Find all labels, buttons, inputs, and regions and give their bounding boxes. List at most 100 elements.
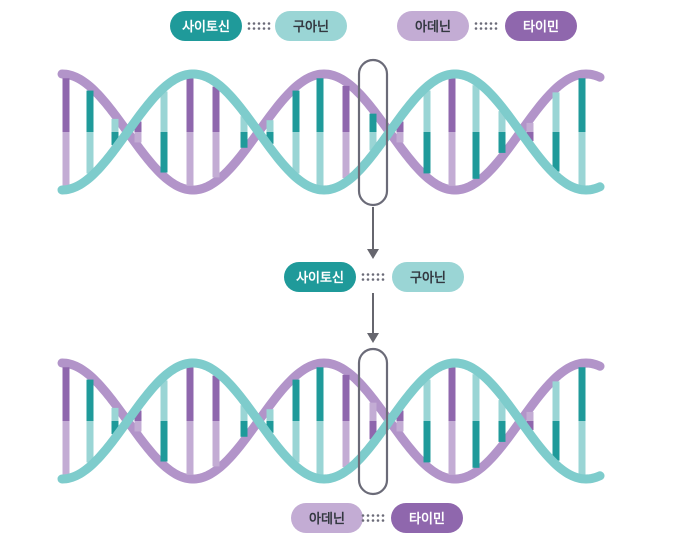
base-pair-rung-bottom	[342, 421, 350, 468]
base-pair-rung-top	[552, 381, 560, 421]
connector-dot	[247, 27, 251, 30]
mutation-guanine-pill: 구아닌	[392, 262, 464, 292]
connector-dot	[361, 514, 365, 517]
connector-dot	[262, 27, 266, 30]
base-pair-rung-top	[526, 122, 534, 132]
base-pair-rung-bottom	[160, 132, 168, 173]
base-pair-rung-bottom	[552, 132, 560, 172]
connector-dot	[371, 273, 375, 276]
base-pair-rung-top	[316, 78, 324, 132]
base-pair-rung-bottom	[134, 132, 142, 143]
base-pair-rung-top	[186, 367, 194, 421]
base-pair-rung-bottom	[316, 421, 324, 475]
base-pair-rung-bottom	[292, 132, 300, 174]
base-pair-rung-bottom	[212, 421, 220, 467]
base-pair-rung-top	[423, 90, 431, 132]
legend-dots-at	[474, 22, 498, 30]
base-pair-rung-top	[448, 367, 456, 421]
base-pair-rung-top	[86, 90, 94, 132]
base-pair-rung-top	[369, 402, 377, 421]
base-pair-rung-top	[498, 400, 506, 421]
connector-dot	[361, 519, 365, 522]
result-adenine-pill: 아데닌	[291, 503, 363, 533]
connector-dot	[484, 27, 488, 30]
base-pair-rung-bottom	[498, 132, 506, 153]
backbone-teal-strand	[57, 358, 605, 484]
base-pair-rung-bottom	[526, 132, 534, 142]
connector-dot	[479, 27, 483, 30]
mutation-dots	[361, 273, 385, 281]
base-pair-rung-bottom	[292, 421, 300, 463]
base-pair-rung-top	[62, 78, 70, 132]
base-pair-rung-top	[448, 78, 456, 132]
base-pair-rung-top	[240, 405, 248, 421]
connector-dot	[381, 278, 385, 281]
base-pair-rung-bottom	[448, 132, 456, 186]
base-pair-rung-top	[423, 379, 431, 421]
base-pair-rung-bottom	[578, 132, 586, 186]
mutation-pair: 사이토신 구아닌	[284, 262, 464, 292]
legend-dots-cg	[247, 22, 271, 30]
backbone-purple-strand	[57, 69, 605, 195]
legend-guanine-label: 구아닌	[293, 19, 329, 35]
base-pair-rung-bottom	[423, 132, 431, 174]
base-pair-rung-bottom	[369, 132, 377, 151]
base-pair-rung-bottom	[396, 132, 404, 143]
base-pair-rung-bottom	[498, 421, 506, 442]
legend-cytosine-pill: 사이토신	[170, 11, 242, 41]
highlight-box-top	[357, 58, 389, 207]
connector-dot	[376, 519, 380, 522]
connector-dot	[361, 278, 365, 281]
base-pair-rung-top	[292, 379, 300, 421]
base-pair-rung-bottom	[316, 132, 324, 186]
base-pair-rung-bottom	[552, 421, 560, 461]
connector-dot	[247, 22, 251, 25]
base-pair-rung-bottom	[86, 132, 94, 174]
base-pair-rung-top	[86, 379, 94, 421]
base-pair-rung-bottom	[526, 421, 534, 431]
connector-dot	[267, 27, 271, 30]
base-pair-rung-top	[160, 380, 168, 421]
base-pair-rung-bottom	[472, 421, 480, 468]
base-pair-rung-top	[472, 374, 480, 421]
base-pair-rung-top	[578, 78, 586, 132]
base-pair-rung-top	[240, 116, 248, 132]
legend-thymine-pill: 타이민	[505, 11, 577, 41]
base-pair-rung-top	[342, 85, 350, 132]
base-pair-rung-top	[396, 121, 404, 132]
base-pair-rung-bottom	[240, 421, 248, 437]
connector-dot	[489, 22, 493, 25]
base-pair-rung-top	[134, 410, 142, 421]
connector-dot	[366, 519, 370, 522]
highlight-box-bottom	[357, 347, 389, 496]
base-pair-rung-top	[526, 411, 534, 421]
base-pair-rung-bottom	[212, 132, 220, 178]
connector-dot	[381, 273, 385, 276]
connector-dot	[257, 27, 261, 30]
base-pair-rung-top	[160, 91, 168, 132]
base-pair-rung-top	[498, 111, 506, 132]
connector-dot	[489, 27, 493, 30]
legend-top: 사이토신 구아닌 아데닌 타이민	[170, 11, 577, 41]
connector-dot	[371, 519, 375, 522]
base-pair-rung-bottom	[134, 421, 142, 432]
base-pair-rung-top	[111, 407, 119, 421]
base-pair-rung-bottom	[266, 132, 274, 144]
connector-dot	[376, 273, 380, 276]
base-pair-rung-top	[292, 90, 300, 132]
connector-dot	[381, 519, 385, 522]
connector-dot	[262, 22, 266, 25]
connector-dot	[366, 273, 370, 276]
connector-dot	[494, 27, 498, 30]
base-pair-rung-bottom	[86, 421, 94, 463]
base-pair-rung-top	[134, 121, 142, 132]
connector-dot	[361, 273, 365, 276]
legend-guanine-pill: 구아닌	[275, 11, 347, 41]
base-pair-rung-bottom	[62, 421, 70, 475]
connector-dot	[252, 27, 256, 30]
connector-dot	[484, 22, 488, 25]
base-pair-rung-bottom	[448, 421, 456, 475]
base-pair-rung-top	[212, 86, 220, 132]
base-pair-rung-bottom	[472, 132, 480, 179]
mutation-guanine-label: 구아닌	[410, 270, 446, 286]
